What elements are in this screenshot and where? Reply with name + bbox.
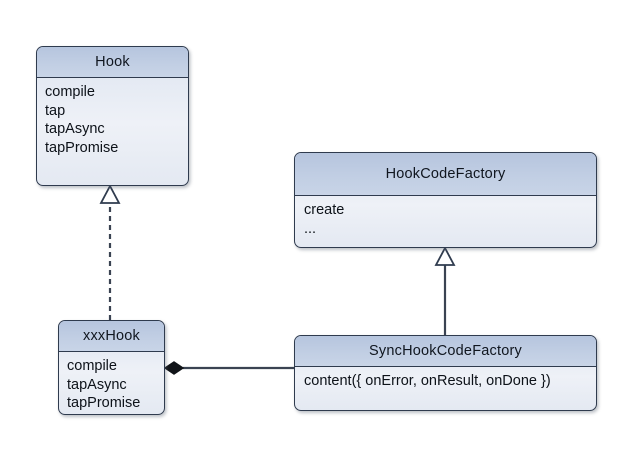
relation-realization-xxxhook-hook — [99, 184, 121, 320]
filled-diamond-arrowhead-icon — [163, 361, 185, 375]
class-member: tap — [45, 102, 66, 119]
class-members-xxxhook: compile tapAsync tapPromise — [59, 352, 164, 414]
class-member: tapPromise — [45, 139, 119, 156]
class-box-hook[interactable]: Hook compile tap tapAsync tapPromise — [36, 46, 189, 186]
class-member: tapAsync — [45, 121, 105, 137]
class-member: compile — [67, 358, 117, 374]
class-box-hookcodefactory[interactable]: HookCodeFactory create ... — [294, 152, 597, 248]
class-member: create — [304, 202, 345, 218]
class-members-hook: compile tap tapAsync tapPromise — [37, 78, 188, 161]
class-box-xxxhook[interactable]: xxxHook compile tapAsync tapPromise — [58, 320, 165, 415]
class-members-synchookcodefactory: content({ onError, onResult, onDone }) — [295, 367, 596, 395]
class-header-xxxhook: xxxHook — [59, 321, 164, 352]
class-title-hook: Hook — [95, 54, 130, 70]
class-header-synchookcodefactory: SyncHookCodeFactory — [295, 336, 596, 367]
class-member: tapPromise — [67, 395, 141, 411]
class-member: content({ onError, onResult, onDone }) — [304, 373, 551, 389]
class-member: tapAsync — [67, 376, 127, 393]
class-member: compile — [45, 84, 95, 100]
class-title-hookcodefactory: HookCodeFactory — [385, 166, 506, 182]
class-title-synchookcodefactory: SyncHookCodeFactory — [369, 343, 522, 359]
class-member: ... — [304, 220, 317, 237]
class-header-hookcodefactory: HookCodeFactory — [295, 153, 596, 196]
class-members-hookcodefactory: create ... — [295, 196, 596, 242]
relation-generalization-synchookfactory-hookcodefactory — [434, 246, 456, 335]
relation-composition-xxxhook-synchookfactory — [163, 361, 294, 375]
hollow-triangle-arrowhead-icon — [434, 246, 456, 266]
class-header-hook: Hook — [37, 47, 188, 78]
class-title-xxxhook: xxxHook — [83, 328, 140, 344]
class-box-synchookcodefactory[interactable]: SyncHookCodeFactory content({ onError, o… — [294, 335, 597, 411]
hollow-triangle-arrowhead-icon — [99, 184, 121, 204]
